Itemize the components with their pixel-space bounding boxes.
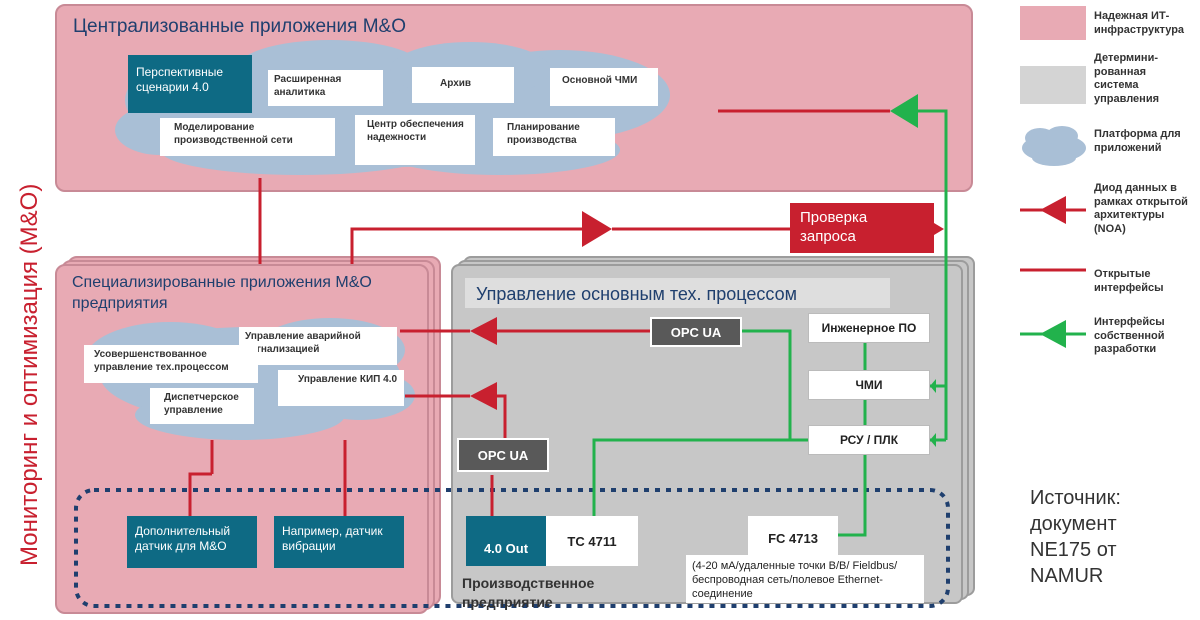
side-title: Мониторинг и оптимизация (М&О) <box>16 184 43 566</box>
source-line-3: NE175 от <box>1030 539 1117 561</box>
app-future-scenarios[interactable]: Перспективные сценарии 4.0 <box>128 55 252 113</box>
side-title-text: Мониторинг и оптимизация (М&О) <box>16 184 43 566</box>
app-production-planning[interactable]: Планирование производства <box>493 118 615 156</box>
app-advanced-analytics[interactable]: Расширенная аналитика <box>268 70 383 106</box>
plant-boundary <box>74 488 950 608</box>
source-line-2: документ <box>1030 513 1117 535</box>
app-dispatch-control[interactable]: Диспетчерское управление <box>150 388 254 424</box>
legend-label-open: Открытые интерфейсы <box>1094 268 1164 294</box>
sensor-additional[interactable]: Дополнительный датчик для М&О <box>127 516 257 568</box>
core-title: Управление основным тех. процессом <box>476 284 797 304</box>
core-title-bar <box>465 278 890 308</box>
app-alarm-management[interactable]: Управление аварийной сигнализацией <box>239 327 397 365</box>
special-title: Специализированные приложения М&О предпр… <box>72 274 372 312</box>
tc-4711[interactable]: TC 4711 <box>546 516 638 566</box>
fc-4713[interactable]: FC 4713 <box>748 516 838 560</box>
legend-label-it: Надежная ИТ-инфраструктура <box>1094 10 1185 36</box>
legend-gray-square-icon <box>1020 66 1086 104</box>
dcs-plc-box[interactable]: РСУ / ПЛК <box>808 425 930 455</box>
app-instrument-management[interactable]: Управление КИП 4.0 <box>278 370 404 406</box>
legend-red-diode-arrow-icon <box>1020 196 1086 224</box>
app-main-hmi[interactable]: Основной ЧМИ <box>550 68 658 106</box>
request-check-box[interactable]: Проверка запроса <box>790 203 934 253</box>
app-archive[interactable]: Архив <box>412 67 514 103</box>
legend-label-dcs: Детермини-рованная система управления <box>1094 52 1160 105</box>
plant-label: Производственное предприятие <box>462 575 595 610</box>
hmi-box[interactable]: ЧМИ <box>808 370 930 400</box>
legend-label-platform: Платформа для приложений <box>1094 128 1181 154</box>
legend-green-arrow-icon <box>1020 320 1086 348</box>
out-device[interactable]: 4.0 Out <box>466 516 546 566</box>
legend-pink-square-icon <box>1020 6 1086 40</box>
sensor-vibration[interactable]: Например, датчик вибрации <box>274 516 404 568</box>
source-line-1: Источник: <box>1030 487 1121 509</box>
app-reliability-center[interactable]: Центр обеспечения надежности <box>355 115 475 165</box>
field-note: (4-20 мА/удаленные точки B/B/ Fieldbus/б… <box>686 555 924 603</box>
legend-label-proprietary: Интерфейсы собственной разработки <box>1094 316 1165 355</box>
opc-ua-top[interactable]: OPC UA <box>650 317 742 347</box>
engineering-software[interactable]: Инженерное ПО <box>808 313 930 343</box>
legend-label-diode: Диод данных в рамках открытой архитектур… <box>1094 182 1188 235</box>
central-title: Централизованные приложения М&О <box>73 16 407 37</box>
legend-cloud-icon <box>1022 126 1086 166</box>
app-advanced-process-control[interactable]: Усовершенствованное управление тех.проце… <box>84 345 258 383</box>
opc-ua-bottom[interactable]: OPC UA <box>457 438 549 472</box>
source-line-4: NAMUR <box>1030 565 1104 587</box>
app-network-modeling[interactable]: Моделирование производственной сети <box>160 118 335 156</box>
source-note: Источник: документ NE175 от NAMUR <box>1030 485 1121 589</box>
